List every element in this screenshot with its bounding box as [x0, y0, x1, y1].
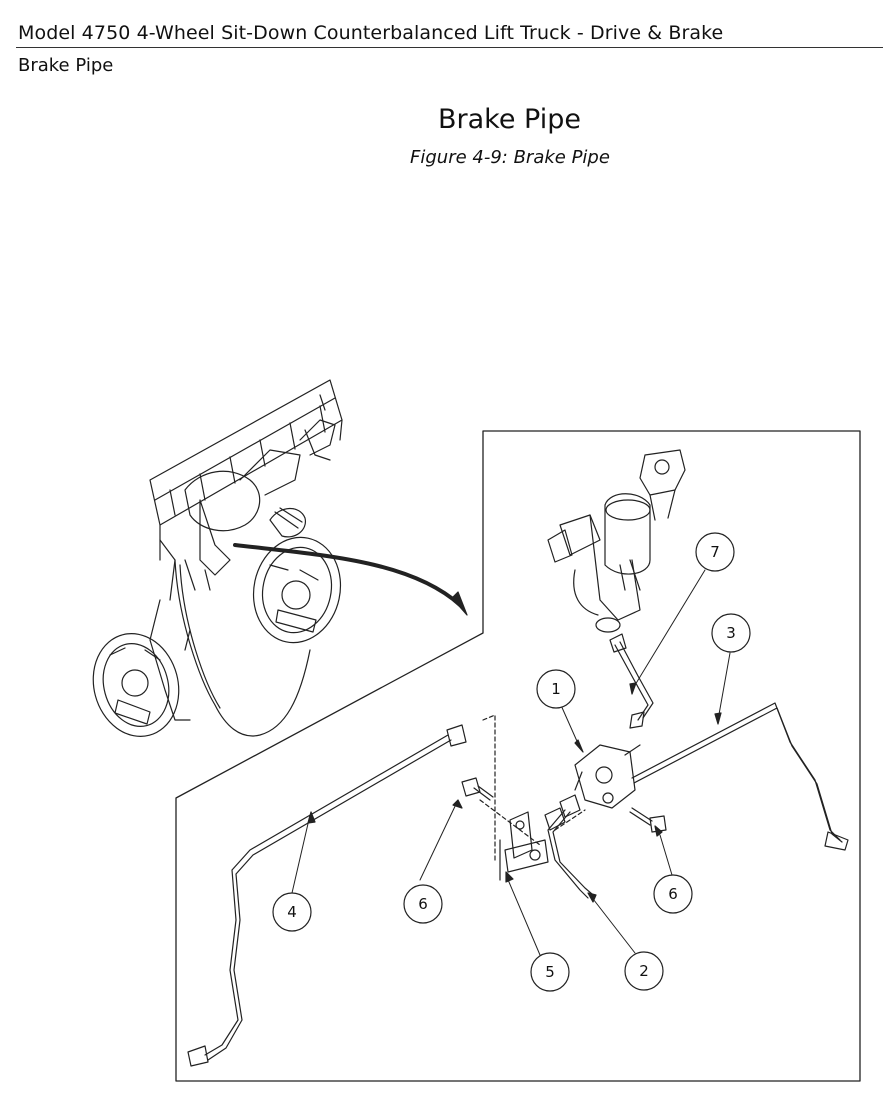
leader-lines [291, 569, 731, 956]
bracket-5 [499, 811, 549, 881]
master-cylinder-illustration [547, 449, 686, 633]
section-title: Brake Pipe [438, 104, 581, 135]
document-header-title: Model 4750 4-Wheel Sit-Down Counterbalan… [18, 22, 724, 44]
bolt-6-left [461, 777, 494, 801]
callout-5-label: 5 [545, 963, 555, 981]
callout-6-right-label: 6 [668, 885, 678, 903]
brake-pipe-4 [187, 724, 467, 1067]
callout-1 [536, 669, 576, 709]
callout-2 [624, 951, 664, 991]
callout-6-right [653, 874, 693, 914]
header-divider [16, 47, 883, 48]
bolt-6-right [629, 807, 667, 833]
callout-3 [711, 613, 751, 653]
callout-3-label: 3 [726, 624, 736, 642]
callout-7 [695, 532, 735, 572]
callout-2-label: 2 [639, 962, 649, 980]
overview-assembly-illustration [92, 379, 468, 737]
callout-6-left-label: 6 [418, 895, 428, 913]
junction-fitting-1 [574, 744, 641, 809]
brake-pipe-3 [631, 702, 849, 851]
callout-5 [530, 952, 570, 992]
callout-7-label: 7 [710, 543, 720, 561]
document-header-subtitle: Brake Pipe [18, 55, 114, 76]
detail-frame [175, 430, 861, 1082]
brake-pipe-2 [544, 794, 593, 899]
detail-pointer-arrow [233, 543, 462, 607]
brake-pipe-7 [609, 633, 654, 729]
callout-1-label: 1 [551, 680, 561, 698]
figure-caption: Figure 4-9: Brake Pipe [410, 147, 610, 168]
callout-4-label: 4 [287, 903, 297, 921]
callout-4 [272, 892, 312, 932]
callout-6-left [403, 884, 443, 924]
